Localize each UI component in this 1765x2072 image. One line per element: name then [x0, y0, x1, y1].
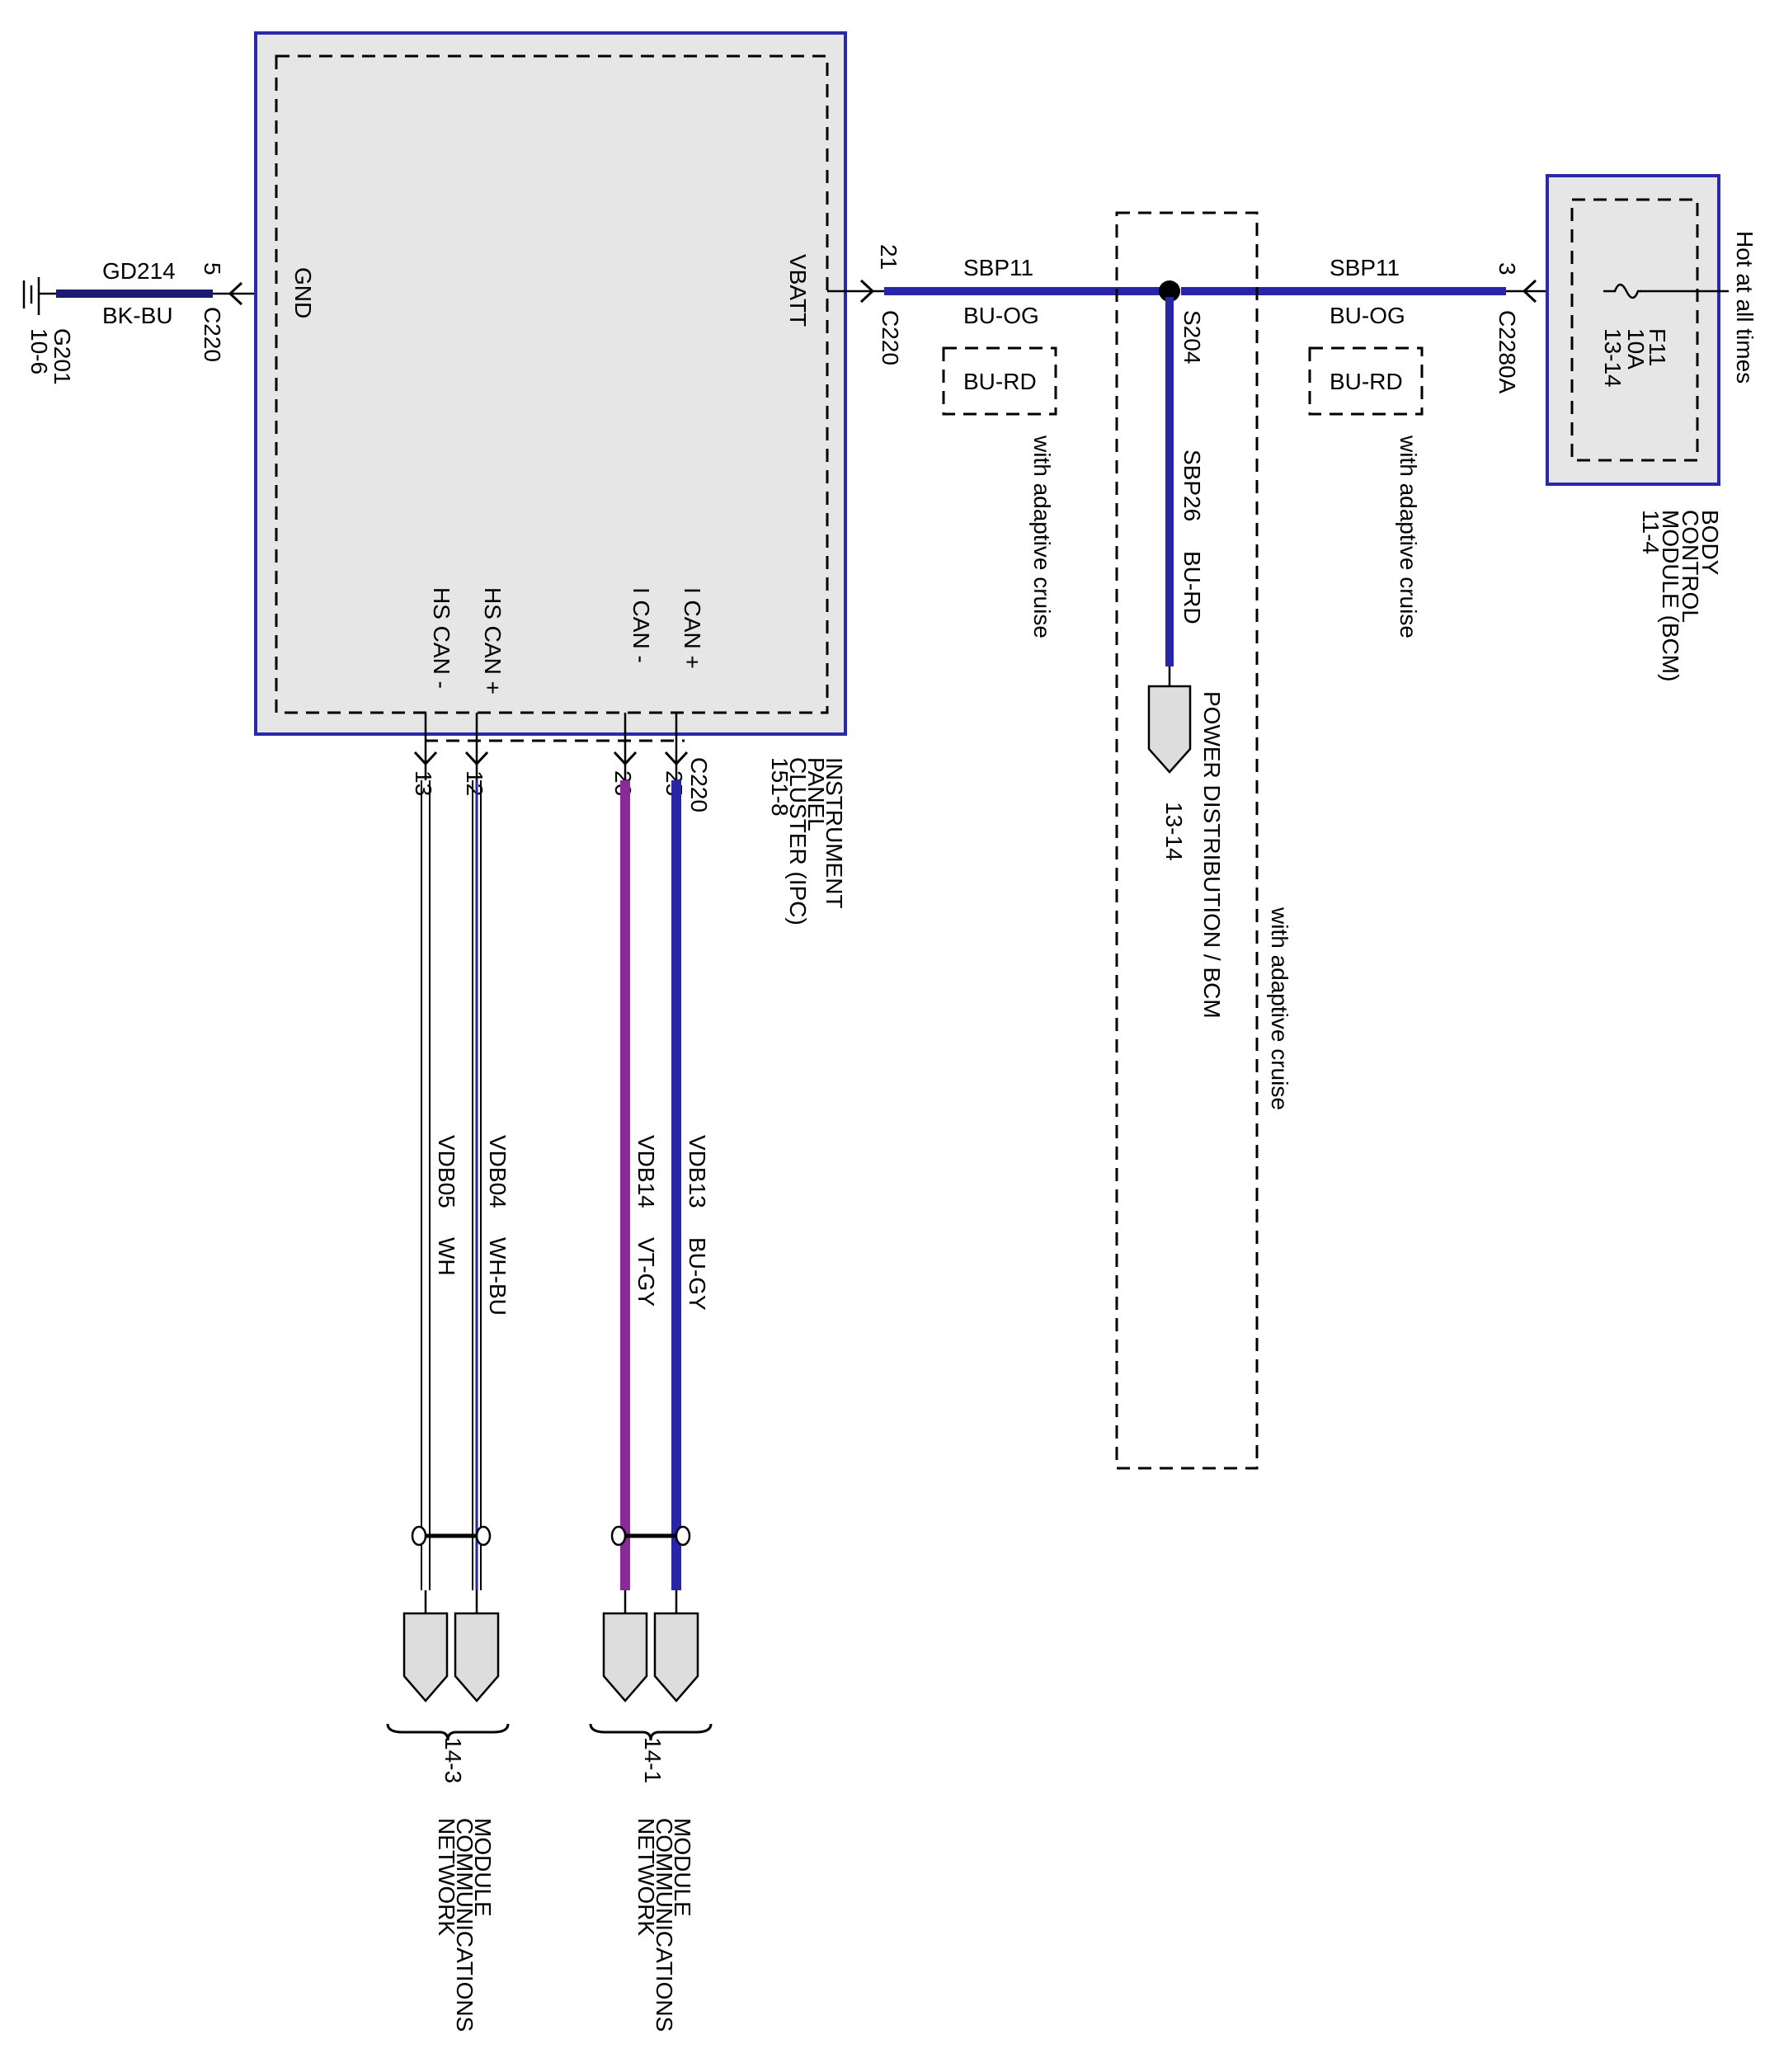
ipc-module: GND VBATT HS CAN - HS CAN + I CAN - I CAN +…: [254, 31, 847, 925]
can-wire-color: WH: [434, 1237, 459, 1276]
right-wire-id: SBP11: [1330, 255, 1400, 280]
ipc-pin-label: I CAN +: [680, 587, 705, 669]
ipc-pin-gnd: GND: [290, 267, 316, 318]
network-connector: [653, 1612, 699, 1702]
fuse-page: 13-14: [1600, 328, 1626, 388]
ground-symbol: [22, 277, 56, 315]
splice-wire-color: BU-RD: [1179, 551, 1205, 624]
network-connector: [402, 1612, 449, 1702]
can-pin-number: 13: [411, 770, 436, 796]
network-name-line: MODULE: [470, 1818, 496, 1917]
can-wire-color: VT-GY: [633, 1237, 659, 1307]
splice-destination-page: 13-14: [1161, 802, 1187, 861]
group-brace: [589, 1723, 713, 1741]
can-wire-id: VDB14: [633, 1135, 659, 1208]
right-note: with adaptive cruise: [1396, 435, 1421, 638]
bcm-pin-arrow: [1522, 279, 1537, 304]
splice-id: S204: [1179, 310, 1205, 364]
ipc-bottom-connector: C220: [686, 757, 712, 812]
left-alt-color-box: [942, 346, 1057, 416]
right-alt-color-box: [1308, 346, 1424, 416]
ipc-pin-label: HS CAN +: [480, 587, 506, 695]
hot-label: Hot at all times: [1732, 231, 1758, 384]
box-note: with adaptive cruise: [1267, 906, 1292, 1110]
splice-dot: [1159, 280, 1180, 302]
network-page: 14-3: [440, 1737, 466, 1783]
can-wire-id: VDB05: [434, 1135, 459, 1208]
ground-ref: G201: [49, 328, 75, 385]
adaptive-cruise-box: [1115, 211, 1259, 1470]
splice-wire-id: SBP26: [1179, 450, 1205, 521]
right-alt-color: BU-RD: [1330, 369, 1403, 394]
ground-wire-color: BK-BU: [102, 303, 173, 328]
can-wires: 13VDB05WH12VDB04WH-BU26VDB14VT-GY25VDB13…: [386, 713, 713, 1741]
ground-page: 10-6: [26, 328, 52, 374]
network-page: 14-1: [640, 1737, 666, 1783]
bcm-name-line: CONTROL: [1678, 510, 1703, 623]
ipc-name-line: INSTRUMENT: [821, 757, 847, 909]
left-connector: C220: [878, 310, 903, 365]
pin-arrow: [413, 751, 438, 766]
network-name-line: MODULE: [670, 1818, 695, 1917]
left-pin: 21: [876, 244, 901, 270]
right-wire-color: BU-OG: [1330, 303, 1405, 328]
group-brace: [386, 1723, 510, 1741]
network-connector: [454, 1612, 500, 1702]
can-pin-number: 12: [462, 770, 487, 796]
ipc-can-pins: HS CAN - HS CAN + I CAN - I CAN +: [429, 587, 705, 695]
network-hs: 14-3 MODULE COMMUNICATIONS NETWORK: [434, 1737, 496, 2032]
left-note: with adaptive cruise: [1029, 435, 1055, 638]
can-wire-id: VDB13: [685, 1135, 710, 1208]
pin-arrow: [664, 751, 689, 766]
ground-circuit: GD214 BK-BU 5 C220 G201 10-6: [22, 258, 272, 385]
left-alt-color: BU-RD: [963, 369, 1037, 394]
bcm-module: F11 10A 13-14 Hot at all times BODY CONT…: [1546, 174, 1758, 681]
network-name-line: COMMUNICATIONS: [652, 1818, 677, 2032]
left-wire-id: SBP11: [963, 255, 1033, 280]
ipc-name: INSTRUMENT PANEL CLUSTER (IPC) 151-8: [767, 757, 847, 925]
bcm-name-line: BODY: [1697, 510, 1723, 576]
ground-wire-id: GD214: [102, 258, 176, 284]
pin-arrow: [464, 751, 489, 766]
can-wire-color: BU-GY: [685, 1237, 710, 1311]
can-wire-color: WH-BU: [485, 1237, 511, 1316]
ground-pin: 5: [200, 262, 225, 275]
right-connector: C2280A: [1494, 310, 1520, 394]
ipc-pin-vbatt: VBATT: [785, 254, 811, 327]
ipc-name-line: CLUSTER (IPC): [785, 757, 811, 925]
fuse-icon: [1603, 283, 1641, 299]
network-name-line: NETWORK: [434, 1818, 459, 1936]
fuse-id: F11: [1645, 328, 1670, 366]
right-pin: 3: [1494, 262, 1520, 275]
power-feed: 21 C220 SBP11 BU-OG BU-RD with adaptive …: [827, 211, 1572, 1470]
ground-connector: C220: [200, 307, 225, 362]
ipc-pin-label: I CAN -: [628, 587, 654, 663]
network-name-line: COMMUNICATIONS: [452, 1818, 478, 2032]
fuse-rating: 10A: [1623, 328, 1649, 370]
splice-destination: POWER DISTRIBUTION / BCM: [1199, 691, 1225, 1019]
vbatt-pin-arrow: [859, 279, 875, 304]
ipc-name-line: 151-8: [767, 757, 793, 817]
pin-arrow: [613, 751, 638, 766]
network-connector: [602, 1612, 648, 1702]
network-i: 14-1 MODULE COMMUNICATIONS NETWORK: [633, 1737, 695, 2032]
bcm-name-line: 11-4: [1638, 510, 1664, 554]
left-wire-color: BU-OG: [963, 303, 1039, 328]
ipc-name-line: PANEL: [803, 757, 829, 831]
ground-pin-arrow: [228, 281, 243, 306]
splice-destination-connector: [1147, 685, 1192, 774]
ipc-pin-label: HS CAN -: [429, 587, 454, 689]
bcm-name-line: MODULE (BCM): [1658, 510, 1683, 681]
can-wire-id: VDB04: [485, 1135, 511, 1208]
network-name-line: NETWORK: [633, 1818, 659, 1936]
